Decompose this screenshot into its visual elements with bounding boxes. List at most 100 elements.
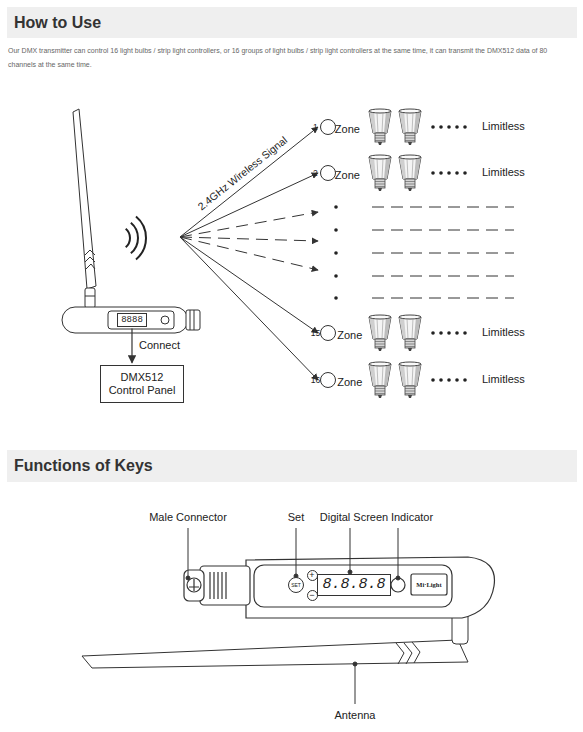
- light-bulb-part: [377, 318, 378, 339]
- wireless-lines: [180, 127, 514, 380]
- zone-label: Zone: [335, 123, 360, 134]
- male-connector-part-part: [217, 572, 218, 599]
- ellipsis-dot: [439, 171, 443, 175]
- ellipsis-dot: [463, 125, 467, 129]
- light-bulb-part: [408, 142, 412, 145]
- light-bulb-part: [414, 317, 421, 339]
- part-name: Set: [288, 511, 305, 524]
- light-bulb-part: [382, 318, 383, 339]
- dashed-row: [372, 207, 514, 208]
- light-bulb-part: [369, 362, 391, 366]
- leader-line-part: [350, 528, 351, 572]
- light-bulb-part: [375, 386, 385, 395]
- zone-label: Zone: [335, 169, 360, 180]
- light-bulb-part: [405, 133, 415, 142]
- light-bulb-part: [408, 395, 412, 398]
- light-bulb-part: [369, 317, 376, 339]
- light-bulbs: [369, 109, 421, 398]
- ellipsis-dot: [334, 205, 338, 209]
- leader-line-part: [353, 662, 357, 666]
- brand-mark: Mi·Light: [416, 581, 441, 589]
- ellipsis-dot: [455, 378, 459, 382]
- node-text: 16: [311, 376, 320, 385]
- light-bulb-part: [384, 364, 391, 386]
- leader-line-part: [355, 664, 356, 704]
- light-bulb-part: [399, 157, 421, 179]
- light-bulb-part: [407, 112, 408, 133]
- ellipsis-dot: [439, 125, 443, 129]
- light-bulb-part: [384, 157, 391, 179]
- male-connector-part: [189, 579, 199, 591]
- transmitter-body-part: [161, 316, 169, 324]
- zone-note: Limitless: [482, 166, 525, 179]
- zone-note: Limitless: [482, 120, 525, 133]
- light-bulb-part: [405, 344, 415, 345]
- antenna-blade-part: [396, 642, 420, 664]
- ellipsis-dot: [455, 171, 459, 175]
- leader-line-part: [398, 528, 399, 578]
- transmitter-body-part: [190, 310, 191, 330]
- light-bulb-part: [412, 365, 413, 386]
- transmitter-body-part: [108, 311, 174, 329]
- wireless-ray: [180, 237, 318, 333]
- ellipsis-dot: [334, 296, 338, 300]
- light-bulb-part: [375, 344, 385, 345]
- ellipsis-dot: [334, 251, 338, 255]
- ellipsis-dot: [463, 171, 467, 175]
- light-bulb-part: [369, 155, 391, 159]
- light-bulb-part: [405, 393, 415, 394]
- device-body-part: [254, 565, 452, 607]
- light-bulb-part: [412, 158, 413, 179]
- light-bulb-part: [375, 138, 385, 139]
- light-bulb-part: [378, 395, 382, 398]
- light-bulb-part: [382, 112, 383, 133]
- light-bulb-part: [407, 318, 408, 339]
- transmitter-antenna-part: [85, 296, 95, 297]
- light-bulb-part: [405, 138, 415, 139]
- ellipsis-dot: [447, 378, 451, 382]
- light-bulb-part: [405, 179, 415, 188]
- light-bulb-part: [408, 348, 412, 351]
- section-heading: Functions of Keys: [14, 456, 153, 475]
- ellipsis-dot: [431, 378, 435, 382]
- wireless-ray: [180, 212, 318, 237]
- light-bulb-part: [377, 158, 378, 179]
- zone-note: Limitless: [482, 326, 525, 339]
- signal-arc: [126, 229, 130, 247]
- light-bulb-part: [414, 111, 421, 133]
- leader-line: [186, 528, 400, 704]
- leader-line-part: [296, 528, 297, 576]
- light-bulb-part: [399, 362, 421, 366]
- device-body-part: [246, 557, 494, 618]
- light-bulb-part: [369, 111, 391, 133]
- light-bulb-part: [375, 391, 385, 392]
- header-band-part: [7, 450, 577, 482]
- transmitter-body-part: [62, 307, 188, 333]
- ellipsis-dot: [431, 171, 435, 175]
- light-bulb-part: [405, 386, 415, 395]
- set-key: SET: [288, 577, 304, 593]
- light-bulb-part: [375, 341, 385, 342]
- section-heading: How to Use: [14, 13, 101, 32]
- light-bulb-part: [399, 111, 406, 133]
- ellipsis-dot: [431, 331, 435, 335]
- male-connector-part-part: [213, 572, 214, 599]
- light-bulb: [399, 109, 421, 145]
- wireless-ray: [180, 237, 318, 380]
- light-bulb-part: [412, 318, 413, 339]
- light-bulb-part: [369, 364, 376, 386]
- light-bulb-part: [369, 157, 376, 179]
- light-bulb: [369, 155, 391, 191]
- male-connector-part: [200, 566, 250, 605]
- antenna-blade-part: [82, 640, 468, 668]
- light-bulb-part: [369, 317, 391, 339]
- signal-arcs: [126, 217, 146, 260]
- part-name: Digital Screen: [320, 511, 388, 524]
- connector-arrow: [131, 328, 132, 362]
- light-bulb-part: [375, 181, 385, 182]
- light-bulb-part: [382, 365, 383, 386]
- part-name: Antenna: [335, 709, 376, 722]
- wireless-ray: [180, 237, 318, 270]
- leader-line-part: [396, 576, 400, 580]
